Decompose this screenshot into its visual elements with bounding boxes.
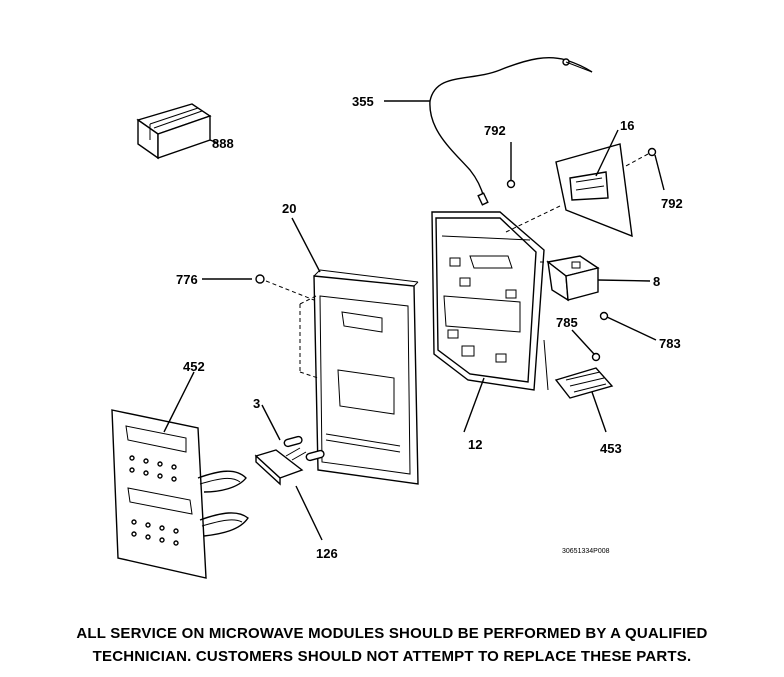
label-3: 3	[253, 396, 260, 411]
part-792-screw-a	[506, 142, 516, 189]
label-12: 12	[468, 437, 482, 452]
service-notice-line-2: TECHNICIAN. CUSTOMERS SHOULD NOT ATTEMPT…	[92, 648, 692, 665]
service-notice-line-1: ALL SERVICE ON MICROWAVE MODULES SHOULD …	[76, 625, 708, 642]
part-785-screw	[571, 329, 601, 362]
touch-panel-keys	[129, 455, 179, 546]
label-776: 776	[176, 272, 198, 287]
part-8-bracket	[546, 255, 651, 302]
part-888-box	[136, 103, 219, 160]
label-792-right: 792	[661, 196, 683, 211]
label-8: 8	[653, 274, 660, 289]
drawing-code: 30651334P008	[562, 548, 610, 555]
label-783: 783	[659, 336, 681, 351]
label-20: 20	[282, 201, 296, 216]
part-355-cable	[384, 57, 593, 206]
label-16: 16	[620, 118, 634, 133]
part-783-screw	[599, 311, 657, 341]
label-453: 453	[600, 441, 622, 456]
label-126: 126	[316, 546, 338, 561]
label-452: 452	[183, 359, 205, 374]
part-20-front-frame	[291, 217, 419, 485]
label-792-top: 792	[484, 123, 506, 138]
part-16-circuit-board	[555, 129, 633, 238]
part-3-spring-contacts	[261, 404, 325, 462]
part-776-screw	[202, 274, 315, 301]
part-12-chassis-bracket	[431, 205, 561, 433]
label-785: 785	[556, 315, 578, 330]
part-453-plate	[554, 367, 614, 433]
label-888: 888	[212, 136, 234, 151]
part-126-button-lever	[254, 447, 323, 541]
part-452-touch-panel	[111, 371, 249, 579]
label-355: 355	[352, 94, 374, 109]
